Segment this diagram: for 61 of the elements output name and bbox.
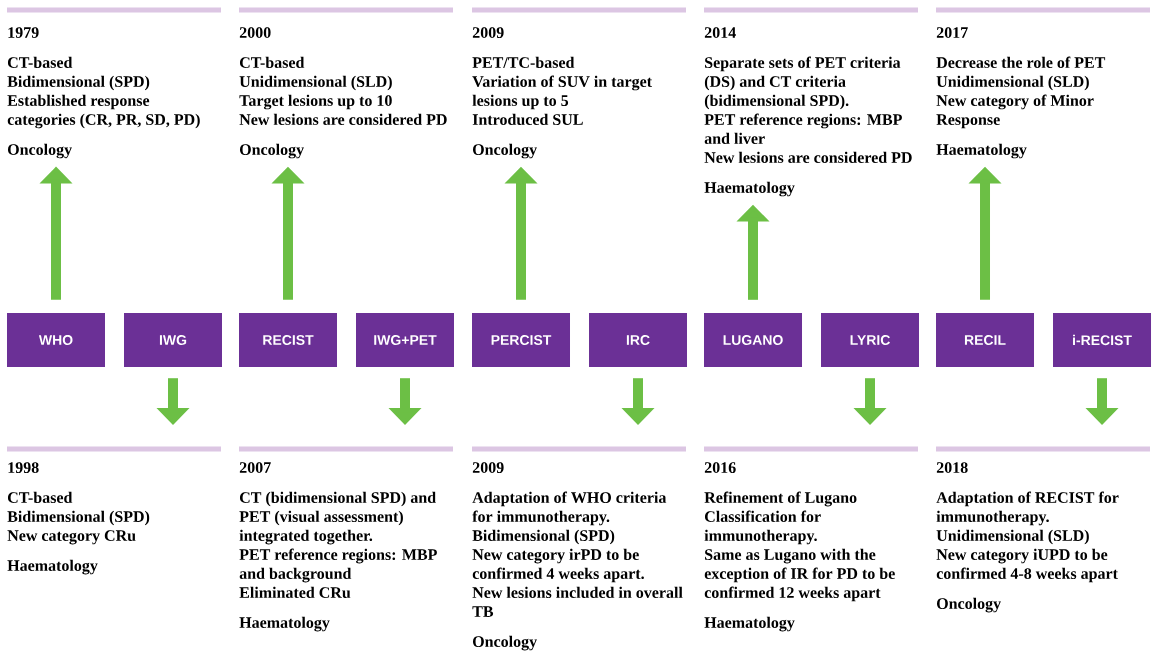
criteria-text: Eliminated CRu (239, 586, 351, 599)
criteria-text: Refinement of Lugano Classification for immunotherapy. (704, 491, 857, 545)
criteria-box: RECIST (239, 313, 337, 367)
criteria-text: Unidimensional (SLD) (936, 75, 1089, 91)
criteria-text: Bidimensional (SPD) (7, 510, 150, 526)
criteria-text: New category of Minor Response (936, 94, 1094, 129)
specialty-label: Oncology (473, 635, 537, 651)
specialty-label: Haematology (936, 143, 1027, 159)
specialty-label: Haematology (704, 181, 795, 197)
specialty-label: Oncology (8, 143, 72, 159)
criteria-text: Decrease the role of PET (936, 56, 1106, 68)
year-label: 2014 (704, 27, 736, 38)
criteria-text: Separate sets of PET criteria (DS) and CT criteria (bidimensional SPD). (704, 56, 901, 110)
criteria-text: Same as Lugano with the exception of IR for PD to be confirmed 12 weeks apart (704, 548, 895, 602)
criteria-text: New lesions included in overall TB (472, 586, 683, 617)
criteria-text: New lesions are considered PD (239, 113, 447, 125)
year-label: 1979 (8, 27, 39, 38)
criteria-text: New category CRu (7, 530, 136, 545)
year-label: 2007 (239, 462, 271, 473)
criteria-text: Bidimensional (SPD) (472, 529, 615, 545)
criteria-text: CT (bidimensional SPD) and PET (visual assessment) integrated together. (239, 491, 436, 545)
criteria-text: Bidimensional (SPD) (7, 75, 150, 91)
criteria-box: IRC (589, 313, 687, 367)
year-label: 2018 (936, 462, 968, 473)
criteria-text: CT-based (8, 56, 73, 68)
specialty-label: Oncology (473, 143, 537, 159)
criteria-text: CT-based (8, 491, 73, 503)
criteria-text: PET/TC-based (472, 56, 575, 68)
criteria-box: RECIL (936, 313, 1034, 367)
year-label: 2016 (704, 462, 736, 473)
criteria-box: PERCIST (472, 313, 570, 367)
specialty-label: Haematology (704, 616, 795, 632)
criteria-text: Introduced SUL (472, 113, 583, 126)
criteria-text: Variation of SUV in target lesions up to 5 (472, 75, 652, 110)
criteria-text: Target lesions up to 10 (239, 94, 392, 110)
criteria-text: New category iUPD to be confirmed 4-8 weeks apart (936, 548, 1118, 583)
criteria-text: New category irPD to be confirmed 4 weeks apart. (472, 548, 644, 583)
year-label: 2017 (936, 27, 968, 38)
criteria-text: PET reference regions: MBP and background (239, 548, 437, 583)
specialty-label: Oncology (240, 143, 304, 159)
criteria-box: LYRIC (821, 313, 919, 367)
criteria-text: Adaptation of RECIST for immunotherapy. (936, 491, 1119, 526)
year-label: 2009 (472, 462, 504, 473)
year-label: 2000 (239, 27, 271, 38)
specialty-label: Haematology (7, 559, 98, 575)
criteria-box: i-RECIST (1053, 313, 1151, 367)
criteria-text: Unidimensional (SLD) (239, 75, 392, 91)
criteria-text: New lesions are considered PD (704, 151, 912, 163)
criteria-text: Established response categories (CR, PR, SD, PD) (7, 94, 200, 129)
criteria-box: IWG+PET (356, 313, 454, 367)
criteria-box: IWG (124, 313, 222, 367)
year-label: 1998 (8, 462, 39, 473)
criteria-text: PET reference regions: MBP and liver (704, 113, 902, 144)
specialty-label: Oncology (937, 597, 1001, 613)
criteria-box: LUGANO (704, 313, 802, 367)
specialty-label: Haematology (239, 616, 330, 632)
criteria-text: Adaptation of WHO criteria for immunotherapy. (472, 491, 667, 526)
criteria-text: Unidimensional (SLD) (936, 529, 1089, 545)
year-label: 2009 (472, 27, 504, 38)
criteria-text: CT-based (240, 56, 305, 68)
criteria-box: WHO (7, 313, 105, 367)
